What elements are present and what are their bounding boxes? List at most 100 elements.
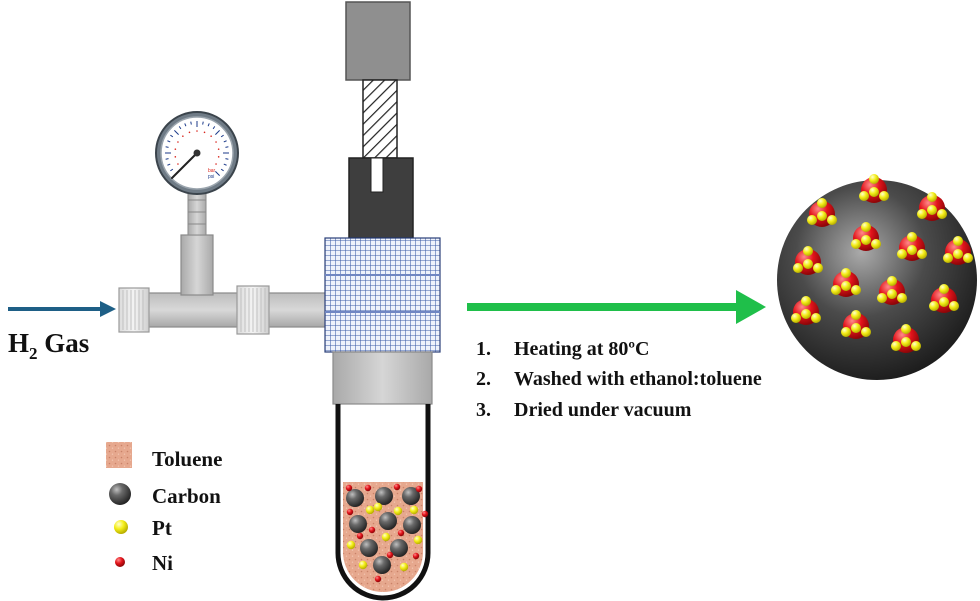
carbon-particle — [375, 487, 393, 505]
pt-ni-cluster — [859, 174, 889, 203]
carbon-particle — [379, 512, 397, 530]
carbon-particle — [403, 516, 421, 534]
gauge-tick — [215, 141, 217, 143]
pt-ni-cluster — [897, 232, 927, 261]
test-tube — [335, 404, 431, 601]
gauge-tick — [165, 158, 169, 160]
carbon-sphere-icon — [109, 483, 131, 505]
pt-ni-cluster — [929, 284, 959, 313]
legend: Toluene Carbon Pt Ni — [106, 442, 222, 575]
pt-ni-cluster — [943, 236, 973, 265]
process-steps: 1. Heating at 80ºC 2. Washed with ethano… — [476, 338, 762, 421]
knurled-fitting-right — [236, 285, 270, 335]
reactor-hatched-shaft — [362, 79, 398, 159]
ni-particle — [368, 526, 376, 534]
pt-ni-cluster — [841, 310, 871, 339]
ni-particle — [346, 508, 354, 516]
step-3-number: 3. — [476, 399, 491, 421]
legend-label-pt: Pt — [152, 516, 172, 540]
gauge-tick — [174, 156, 177, 158]
nanoparticle-clusters — [791, 174, 973, 353]
reactor-mesh-sleeve — [324, 237, 441, 353]
gauge-tick — [210, 135, 212, 137]
gauge-tick — [177, 141, 179, 143]
gas-label: H2 Gas — [8, 328, 89, 363]
pt-particle — [381, 532, 391, 542]
ni-particle — [386, 551, 394, 559]
gas-pipe-vertical — [180, 234, 214, 296]
pt-ni-cluster — [917, 192, 947, 221]
product-particle — [777, 174, 977, 380]
gauge-tick — [184, 123, 187, 127]
pt-particle — [393, 506, 403, 516]
carbon-particle — [360, 539, 378, 557]
gauge-tick — [215, 171, 220, 176]
step-1-number: 1. — [476, 338, 491, 360]
gauge-unit-bar: bar — [208, 168, 216, 174]
legend-label-toluene: Toluene — [152, 447, 222, 471]
pt-particle — [358, 560, 368, 570]
gauge-tick — [188, 131, 191, 134]
pt-ni-cluster — [877, 276, 907, 305]
gauge-tick — [217, 156, 220, 158]
ni-particle — [397, 529, 405, 537]
gauge-tick — [174, 130, 179, 135]
pt-particle — [365, 505, 375, 515]
gauge-tick — [196, 130, 198, 132]
pt-ni-cluster — [831, 268, 861, 297]
step-2-number: 2. — [476, 368, 491, 390]
gauge-tick — [220, 134, 224, 138]
carbon-particle — [373, 556, 391, 574]
pt-ni-cluster — [793, 246, 823, 275]
legend-label-carbon: Carbon — [152, 484, 221, 508]
pt-ni-cluster — [851, 222, 881, 251]
knurled-fitting-left — [118, 287, 150, 333]
gauge-tick — [215, 163, 217, 165]
carbon-particle — [346, 489, 364, 507]
gauge-ticks — [165, 121, 229, 176]
gauge-tick — [174, 148, 177, 150]
reactor-dark-block — [348, 157, 414, 239]
pt-particle — [399, 562, 409, 572]
gauge-tick — [207, 123, 210, 127]
gauge-tick — [223, 163, 227, 166]
carbon-particle — [390, 539, 408, 557]
reactor-top-block — [345, 1, 411, 81]
gauge-tick — [177, 163, 179, 165]
gauge-tick — [167, 163, 171, 166]
gauge-tick — [178, 126, 182, 130]
pressure-gauge: bar psi — [155, 111, 239, 195]
ni-particle — [393, 483, 401, 491]
ni-particle — [374, 575, 382, 583]
gauge-tick — [225, 158, 229, 160]
gauge-tick — [165, 146, 169, 148]
ni-particle — [364, 484, 372, 492]
pt-particle — [373, 502, 383, 512]
tube-particles — [345, 483, 429, 583]
ni-particle — [421, 510, 429, 518]
gauge-tick — [182, 135, 184, 137]
ni-particle — [356, 532, 364, 540]
carbon-particle — [402, 487, 420, 505]
gauge-unit-psi: psi — [208, 174, 214, 180]
gauge-tick — [190, 121, 192, 125]
gauge-tick — [217, 148, 220, 150]
gauge-tick — [203, 131, 206, 134]
legend-label-ni: Ni — [152, 551, 173, 575]
gauge-tick — [202, 121, 204, 125]
gauge-tick — [167, 140, 171, 143]
process-arrow — [467, 290, 766, 324]
pt-ni-cluster — [807, 198, 837, 227]
gas-inlet-arrow — [8, 301, 116, 317]
step-1-text: Heating at 80ºC — [514, 338, 649, 360]
gauge-tick — [223, 140, 227, 143]
reactor-lower-block — [332, 351, 433, 405]
gauge-tick — [170, 168, 174, 172]
pt-dot-icon — [114, 520, 128, 534]
gauge-tick — [170, 134, 174, 138]
ni-dot-icon — [115, 557, 125, 567]
ni-particle — [415, 485, 423, 493]
gauge-tick — [225, 146, 229, 148]
pt-particle — [413, 535, 423, 545]
